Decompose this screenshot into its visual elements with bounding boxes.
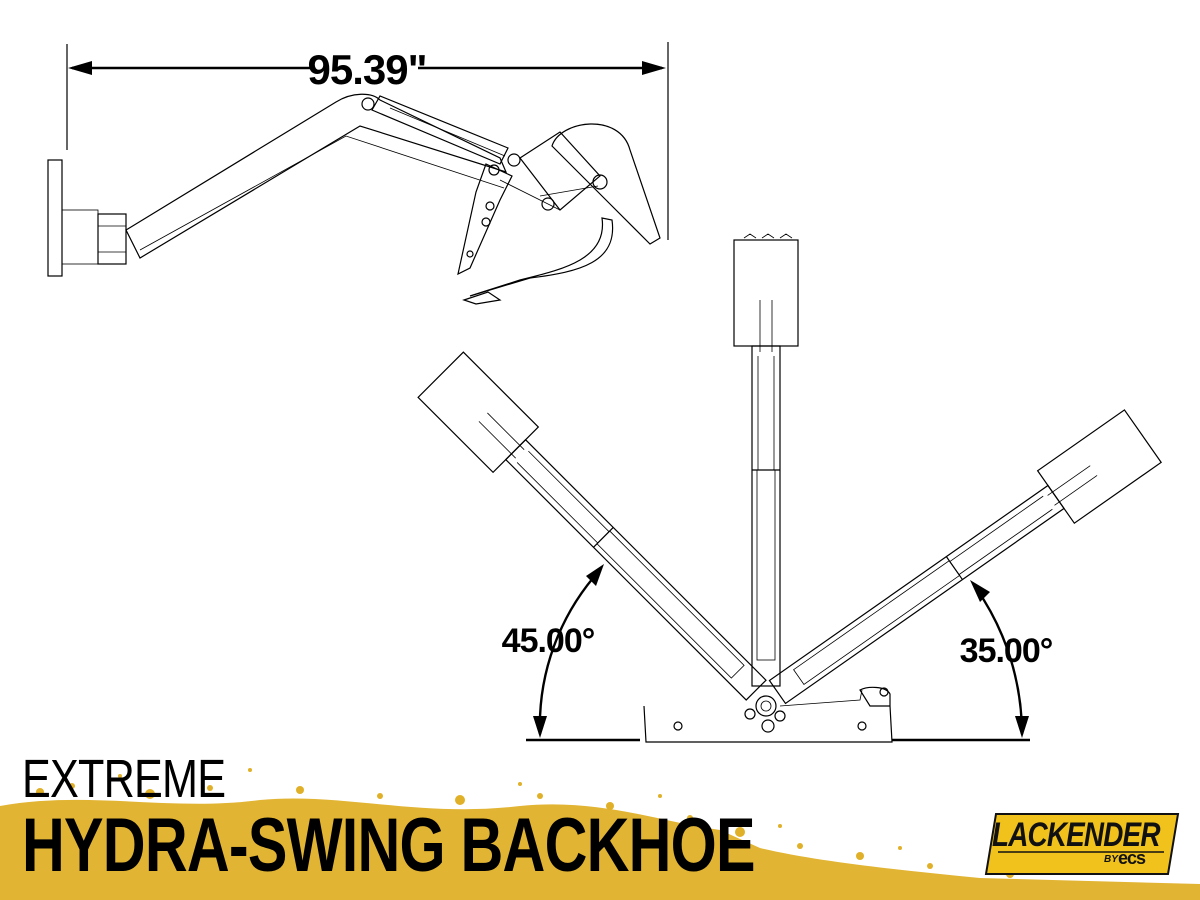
angle-arc-left bbox=[533, 564, 604, 738]
left-angle-label: 45.00° bbox=[502, 622, 595, 660]
bucket-curled bbox=[462, 123, 661, 305]
boom-cylinder bbox=[371, 95, 521, 167]
title-line-product: HYDRA-SWING BACKHOE bbox=[22, 803, 756, 888]
logo-badge-shape bbox=[984, 813, 1180, 875]
bucket-cylinder bbox=[519, 131, 608, 211]
right-angle-label: 35.00° bbox=[960, 632, 1053, 670]
side-view-backhoe: 95.39" bbox=[47, 42, 669, 305]
top-view-backhoe: 45.00° 35.00° bbox=[417, 233, 1163, 743]
reach-dimension-line bbox=[68, 61, 666, 75]
boom-arm bbox=[125, 93, 508, 259]
angle-arc-right bbox=[970, 580, 1029, 738]
arm-left bbox=[417, 351, 767, 701]
logo-company: ecs bbox=[1118, 848, 1146, 868]
arm-right bbox=[768, 409, 1163, 705]
lackender-logo: LACKENDER BY ecs bbox=[984, 812, 1180, 876]
arm-center bbox=[733, 233, 799, 687]
reach-dimension-label: 95.39" bbox=[307, 46, 426, 93]
dipper-linkage bbox=[457, 163, 561, 276]
logo-by: BY bbox=[1104, 854, 1118, 865]
logo-wordmark: LACKENDER bbox=[992, 816, 1160, 854]
title-line-extreme: EXTREME bbox=[22, 749, 226, 809]
swing-base-frame bbox=[643, 686, 893, 743]
mount-plate bbox=[47, 159, 127, 277]
paint-splatter-band bbox=[0, 768, 1200, 900]
